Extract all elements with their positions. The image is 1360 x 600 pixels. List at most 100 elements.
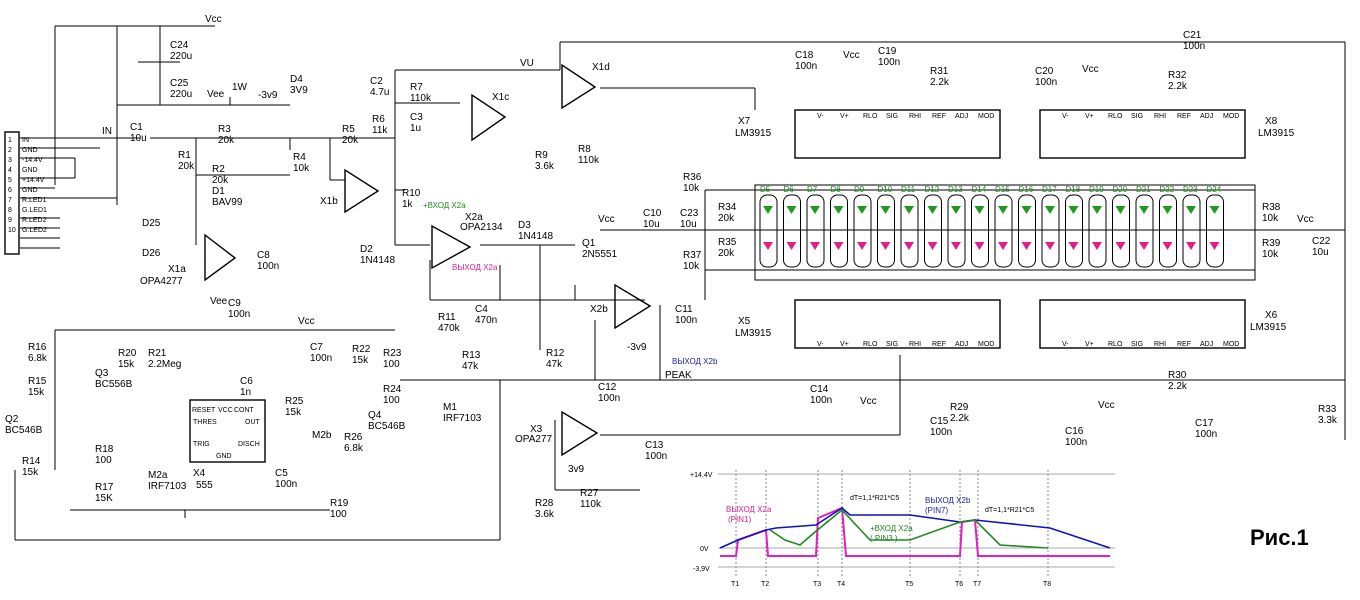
connector-signal-9: R.LED2 xyxy=(22,217,47,224)
c14-label-0: C14 xyxy=(810,384,829,395)
lm-pin-2-2: RLO xyxy=(863,341,878,348)
x1c-ref: X1c xyxy=(492,92,509,103)
led-pair-outline xyxy=(1159,194,1177,268)
r39-label-0: R39 xyxy=(1262,238,1281,249)
r14-label-0: R14 xyxy=(22,456,41,467)
red-led-icon xyxy=(1186,242,1196,250)
tick-T8: T8 xyxy=(1043,581,1051,588)
red-led-icon xyxy=(786,242,797,250)
lm-pin-0-3: SIG xyxy=(886,113,898,120)
lm-pin-3-1: V+ xyxy=(1085,341,1094,348)
r33-label-1: 3.3k xyxy=(1318,415,1338,426)
led-pair-outline xyxy=(1065,194,1083,268)
r18-label-0: R18 xyxy=(95,444,114,455)
lm-pin-2-5: REF xyxy=(932,341,946,348)
led-label-D17: D17 xyxy=(1042,185,1057,194)
r23-label-1: 100 xyxy=(383,359,400,370)
led-label-D10: D10 xyxy=(878,185,893,194)
x1b-ref: X1b xyxy=(320,196,338,207)
r24-label-0: R24 xyxy=(383,384,402,395)
led-label-D21: D21 xyxy=(1136,185,1151,194)
led-pair-outline xyxy=(1112,194,1130,268)
lm-pin-0-2: RLO xyxy=(863,113,878,120)
tick-T4: T4 xyxy=(837,581,845,588)
red-led-icon xyxy=(1021,242,1032,250)
c7-label-1: 100n xyxy=(310,353,332,364)
c18-label-1: 100n xyxy=(795,61,817,72)
red-led-icon xyxy=(1139,242,1149,250)
vcc-label-c16: Vcc xyxy=(1098,400,1115,411)
connector-signal-7: R.LED1 xyxy=(22,197,47,204)
m2a-label-0: M2a xyxy=(148,470,168,481)
c3-label-0: C3 xyxy=(410,112,423,123)
led-label-D6: D6 xyxy=(784,185,795,194)
red-led-icon xyxy=(763,242,773,250)
x2a-out-title: ВЫХОД X2a xyxy=(726,505,772,514)
q2-label-1: BC546B xyxy=(5,425,43,436)
r8-label-0: R8 xyxy=(578,144,591,155)
r17-label-0: R17 xyxy=(95,482,114,493)
lm-pin-2-0: V- xyxy=(817,341,824,348)
led-pair-outline xyxy=(830,194,848,268)
r25-label-0: R25 xyxy=(285,396,304,407)
led-pair-outline xyxy=(924,194,942,268)
r24-label-1: 100 xyxy=(383,395,400,406)
led-label-D7: D7 xyxy=(807,185,818,194)
opamp-x1b: X1b xyxy=(320,168,380,214)
x2b-out-title: ВЫХОД X2b xyxy=(925,496,971,505)
led-label-D8: D8 xyxy=(831,185,842,194)
svg-text:GND: GND xyxy=(216,453,232,460)
green-led-icon xyxy=(904,206,914,214)
tick-T2: T2 xyxy=(761,581,769,588)
c25-label-1: 220u xyxy=(170,89,192,100)
c24-label-1: 220u xyxy=(170,51,192,62)
r28-label-0: R28 xyxy=(535,498,554,509)
c8-label-1: 100n xyxy=(257,261,279,272)
led-pair-outline xyxy=(1135,194,1154,268)
r36-label-1: 10k xyxy=(683,183,700,194)
c3-label-1: 1u xyxy=(410,123,421,134)
red-led-icon xyxy=(1068,242,1079,250)
led-pair-outline xyxy=(1041,194,1060,268)
red-led-icon xyxy=(810,242,820,250)
r9-label-1: 3.6k xyxy=(535,161,555,172)
x3-type: OPA277 xyxy=(515,434,552,445)
c19-label-0: C19 xyxy=(878,46,897,57)
x7-type: LM3915 xyxy=(735,128,772,139)
c10-label-0: C10 xyxy=(643,208,662,219)
x5-type: LM3915 xyxy=(735,328,772,339)
r34-label-0: R34 xyxy=(718,202,737,213)
c7-label-0: C7 xyxy=(310,342,323,353)
x3-ref: X3 xyxy=(530,424,543,435)
c13-label-1: 100n xyxy=(645,451,667,462)
r36-label-0: R36 xyxy=(683,172,702,183)
red-led-icon xyxy=(951,242,961,250)
red-led-icon xyxy=(1092,242,1102,250)
connector-pin-9: 9 xyxy=(8,217,12,224)
opamp-x1d: X1d xyxy=(561,62,610,110)
opamp-x2b: X2b xyxy=(590,283,652,330)
m1-label-0: M1 xyxy=(443,402,457,413)
led-pair-outline xyxy=(1182,194,1201,268)
svg-text:THRES: THRES xyxy=(193,419,217,426)
trace-x2a-in xyxy=(769,508,1049,549)
red-led-icon xyxy=(833,242,844,250)
x1a-ref: X1a xyxy=(168,264,186,275)
connector-pin-5: 5 xyxy=(8,177,12,184)
c5-label-1: 100n xyxy=(275,479,297,490)
c2-label-0: C2 xyxy=(370,76,383,87)
c4-label-1: 470n xyxy=(475,315,497,326)
r6-label-0: R6 xyxy=(372,114,385,125)
dt-formula-1: dT=1,1*R21*C5 xyxy=(850,495,899,502)
r30-label-0: R30 xyxy=(1168,370,1187,381)
x7-ref: X7 xyxy=(738,116,751,127)
r38-label-1: 10k xyxy=(1262,213,1279,224)
q1-label-1: 2N5551 xyxy=(582,249,617,260)
c2-label-1: 4.7u xyxy=(370,87,389,98)
lm-pin-3-2: RLO xyxy=(1108,341,1123,348)
led-label-D22: D22 xyxy=(1160,185,1175,194)
green-led-icon xyxy=(1021,206,1032,214)
lm3915-x5: X5 LM3915 xyxy=(735,299,1001,349)
